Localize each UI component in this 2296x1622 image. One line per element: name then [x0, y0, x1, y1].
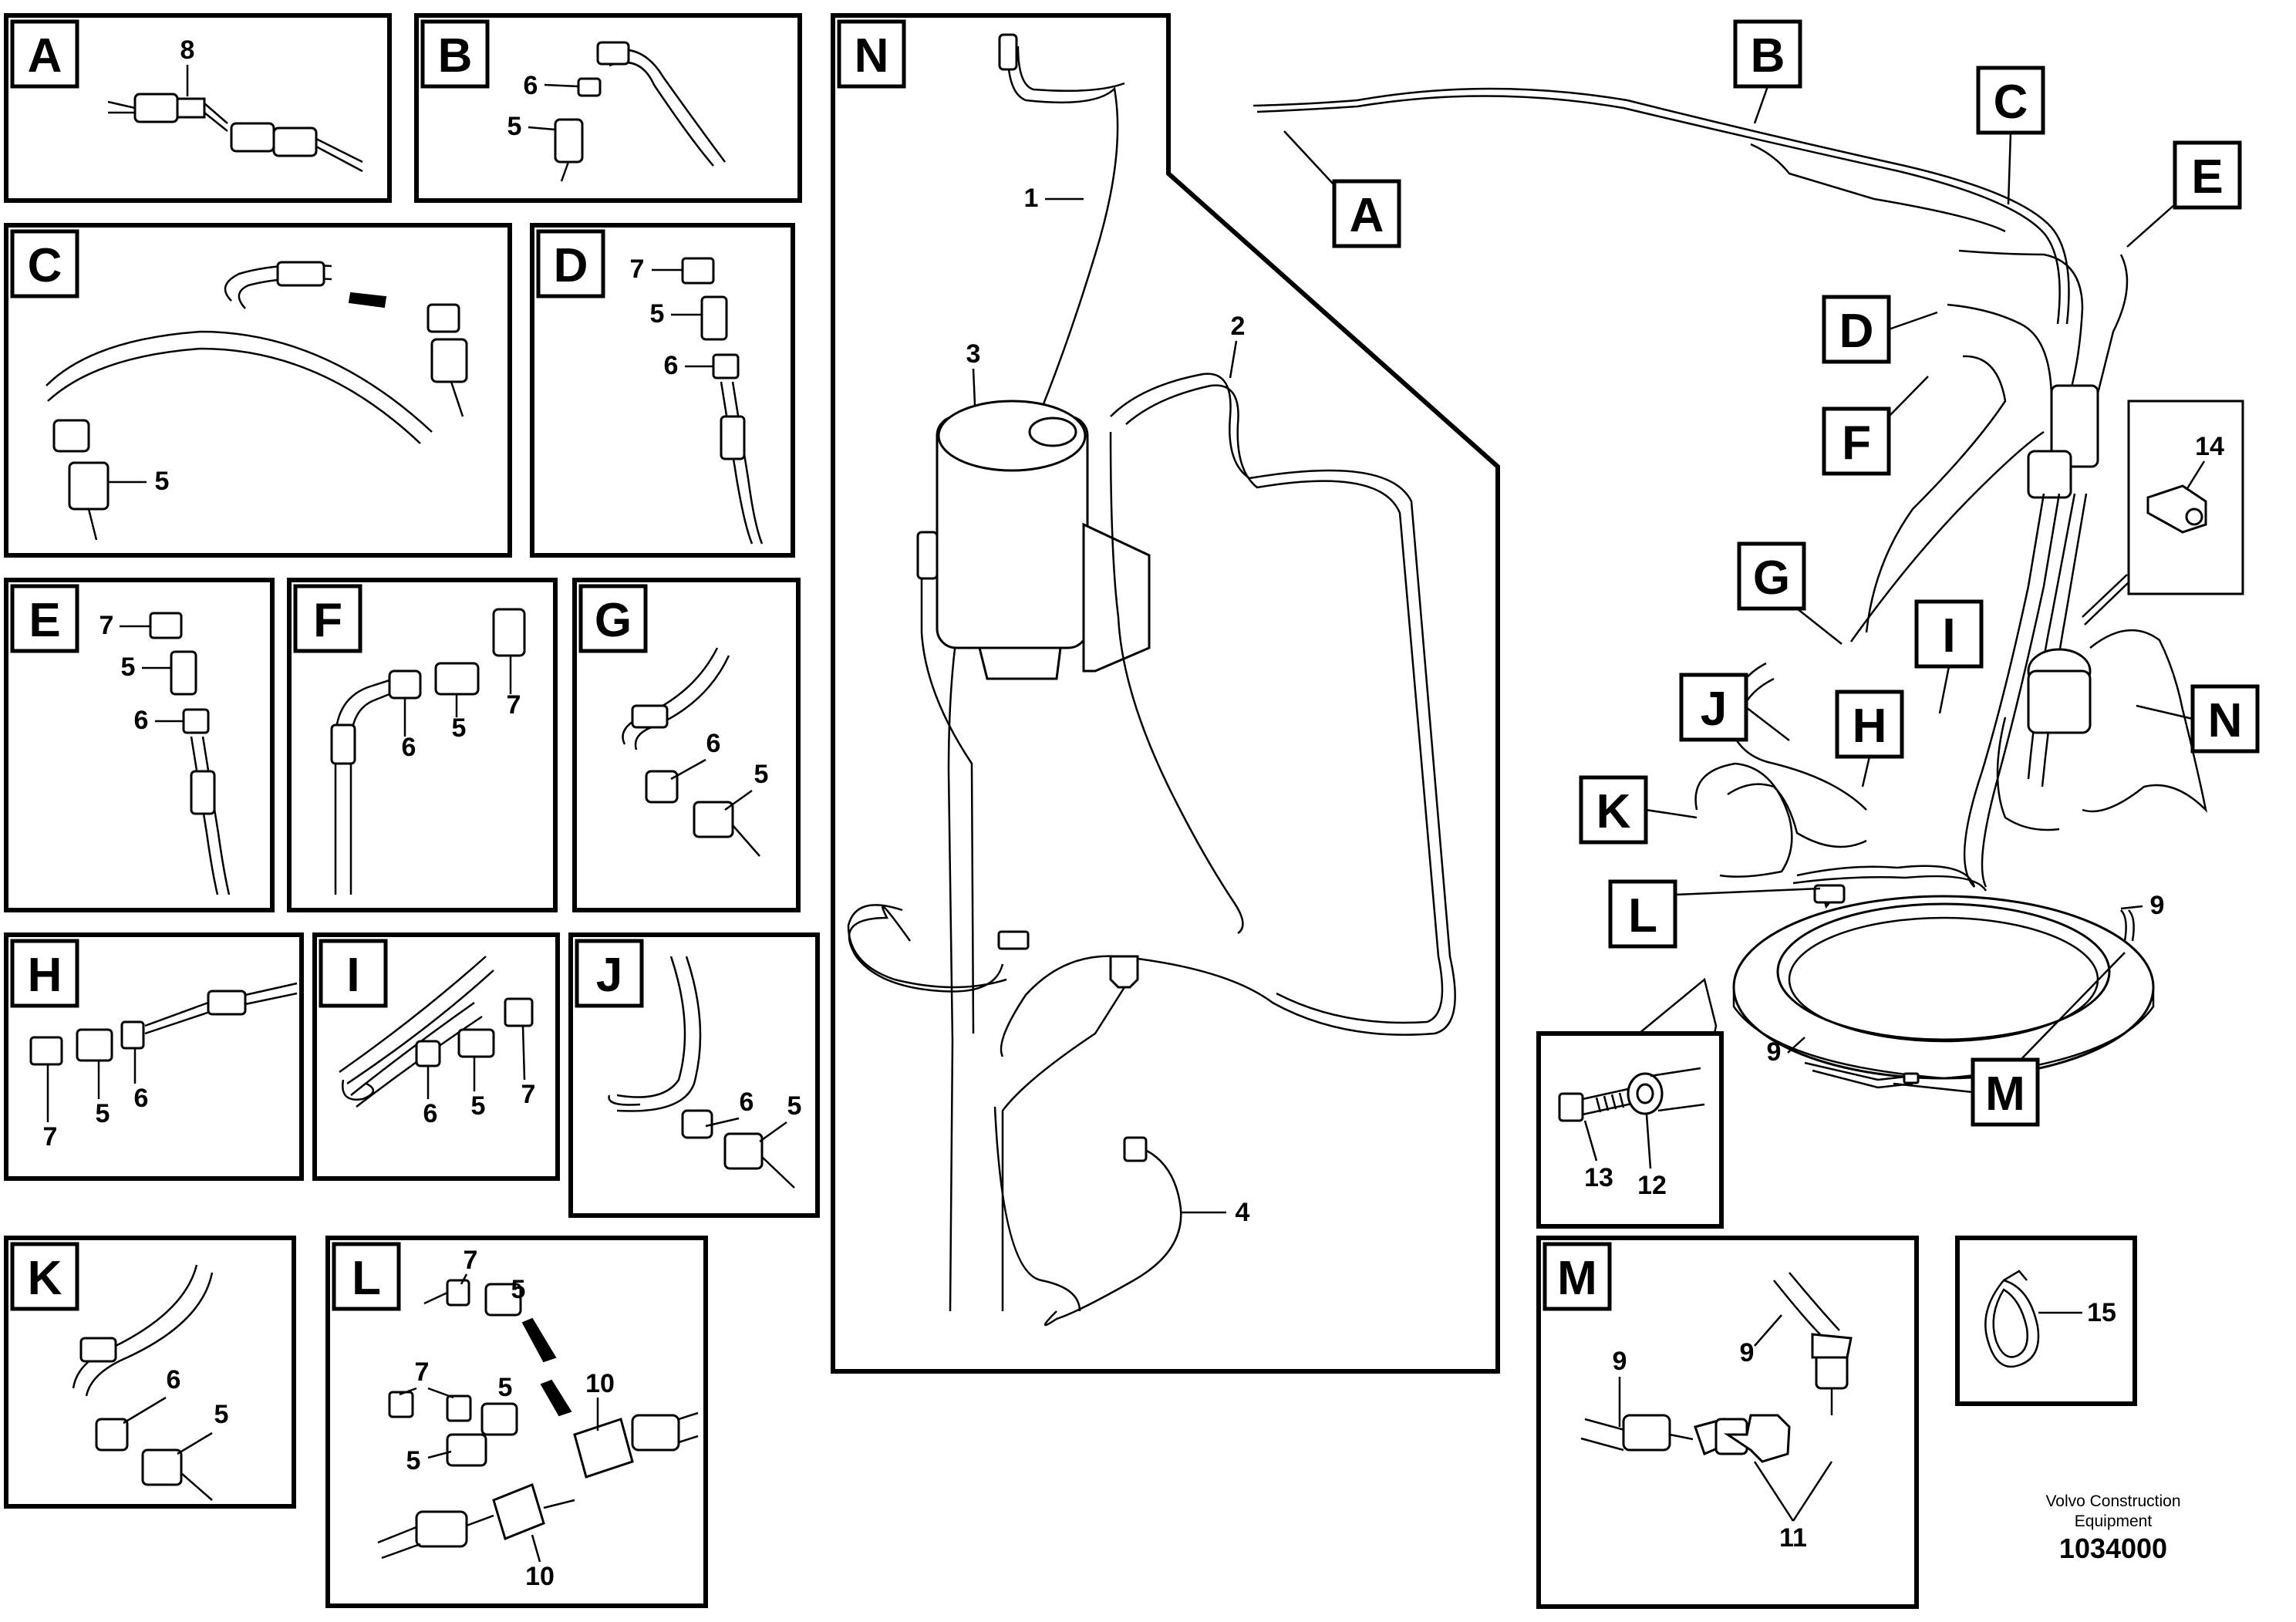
callout-l: L: [1628, 889, 1657, 943]
callout-m: M: [1985, 1067, 2025, 1121]
panel-tag-c: C: [28, 239, 62, 292]
brand-subtitle: Equipment: [2074, 1512, 2153, 1530]
panel-tag-n: N: [855, 29, 889, 83]
detail-panel-e: E 7 5 6: [4, 578, 275, 912]
item-number: 5: [155, 467, 170, 496]
callout-h: H: [1853, 700, 1887, 753]
item-number: 6: [524, 71, 538, 100]
item-number: 5: [214, 1400, 229, 1429]
item-number: 5: [406, 1446, 421, 1475]
overview-callouts: A B C E D F G I J H K L N: [1283, 19, 2260, 1127]
item-number: 7: [521, 1080, 536, 1109]
callout-k: K: [1596, 785, 1631, 838]
detail-panel-f: F 6 5 7: [287, 578, 558, 912]
item-number: 6: [402, 733, 416, 762]
detail-panel-j: J 6 5: [568, 932, 820, 1218]
overview-assembly: 14: [1253, 87, 2244, 1089]
panel-tag-h: H: [28, 949, 62, 1002]
item-number: 6: [167, 1365, 181, 1394]
callout-c: C: [1994, 76, 2028, 129]
callout-a: A: [1350, 189, 1384, 242]
callout-f: F: [1842, 416, 1871, 470]
item-number: 6: [134, 706, 149, 735]
item-number: 1: [1024, 184, 1039, 213]
callout-n: N: [2208, 694, 2243, 747]
panel-tag-i: I: [346, 949, 359, 1002]
detail-panel-a: A 8: [4, 13, 392, 203]
detail-panel-n: N 1 2 3 4: [831, 13, 1500, 1374]
item-number: 5: [498, 1373, 513, 1402]
item-number: 5: [787, 1091, 802, 1121]
item-number: 9: [2150, 891, 2165, 920]
item-number: 4: [1236, 1198, 1250, 1227]
item-number: 7: [43, 1122, 58, 1152]
detail-panel-cable-tie: 15: [1955, 1236, 2137, 1406]
item-number: 8: [180, 35, 195, 65]
item-number: 7: [507, 690, 521, 720]
detail-panel-k: K 6 5: [4, 1236, 296, 1509]
brand-name: Volvo Construction: [2045, 1492, 2181, 1510]
item-number: 14: [2195, 432, 2224, 461]
panel-tag-l: L: [352, 1252, 381, 1305]
detail-panel-g: G 6 5: [572, 578, 801, 912]
callout-b: B: [1751, 29, 1785, 83]
item-number: 5: [121, 653, 136, 682]
panel-tag-b: B: [438, 29, 473, 83]
item-number: 5: [96, 1099, 110, 1128]
detail-panel-bolt-clamp: 13 12: [1536, 1031, 1724, 1229]
item-number: 7: [630, 255, 645, 284]
callout-i: I: [1942, 609, 1955, 663]
panel-tag-j: J: [596, 949, 622, 1002]
item-number: 6: [664, 351, 679, 380]
panel-tag-g: G: [595, 594, 632, 647]
item-number: 15: [2087, 1298, 2116, 1327]
item-number: 11: [1779, 1523, 1807, 1553]
item-number: 7: [415, 1357, 430, 1387]
detail-panel-i: I 6 5 7: [312, 932, 560, 1181]
item-number: 5: [452, 713, 467, 743]
callout-j: J: [1701, 683, 1727, 736]
item-number: 12: [1637, 1171, 1667, 1200]
item-number: 10: [525, 1562, 555, 1591]
item-number: 5: [754, 760, 769, 789]
item-number: 9: [1767, 1037, 1782, 1067]
detail-panel-h: H 7 5 6: [4, 932, 304, 1181]
item-number: 6: [740, 1088, 754, 1117]
panel-tag-k: K: [28, 1252, 62, 1305]
item-number: 9: [1613, 1347, 1627, 1376]
panel-tag-e: E: [29, 594, 60, 647]
detail-panel-l: L 7 5 7 5 5 10 10: [325, 1236, 708, 1608]
item-number: 3: [966, 339, 981, 369]
item-number: 6: [134, 1084, 149, 1113]
panel-tag-m: M: [1557, 1252, 1597, 1305]
item-number: 2: [1231, 312, 1246, 341]
panel-tag-d: D: [554, 239, 588, 292]
detail-panel-m: M 9 9 11: [1536, 1236, 1919, 1609]
detail-panel-d: D 7 5 6: [530, 223, 795, 558]
item-number: 7: [464, 1246, 478, 1275]
item-number: 5: [511, 1275, 526, 1304]
callout-g: G: [1753, 551, 1790, 605]
document-number: 1034000: [2058, 1533, 2168, 1564]
item-number: 7: [99, 611, 114, 640]
item-number: 9: [1740, 1338, 1755, 1367]
callout-d: D: [1839, 305, 1874, 358]
panel-tag-a: A: [28, 29, 62, 83]
item-number: 5: [507, 112, 522, 141]
item-number: 10: [585, 1369, 615, 1398]
detail-panel-b: B 6 5: [414, 13, 802, 203]
item-number: 13: [1584, 1163, 1613, 1192]
item-number: 5: [471, 1091, 486, 1121]
item-number: 6: [706, 729, 721, 758]
callout-e: E: [2191, 150, 2223, 204]
item-number: 6: [423, 1099, 438, 1128]
detail-panel-c: C 5: [4, 223, 512, 558]
item-number: 5: [650, 299, 665, 329]
panel-tag-f: F: [313, 594, 342, 647]
